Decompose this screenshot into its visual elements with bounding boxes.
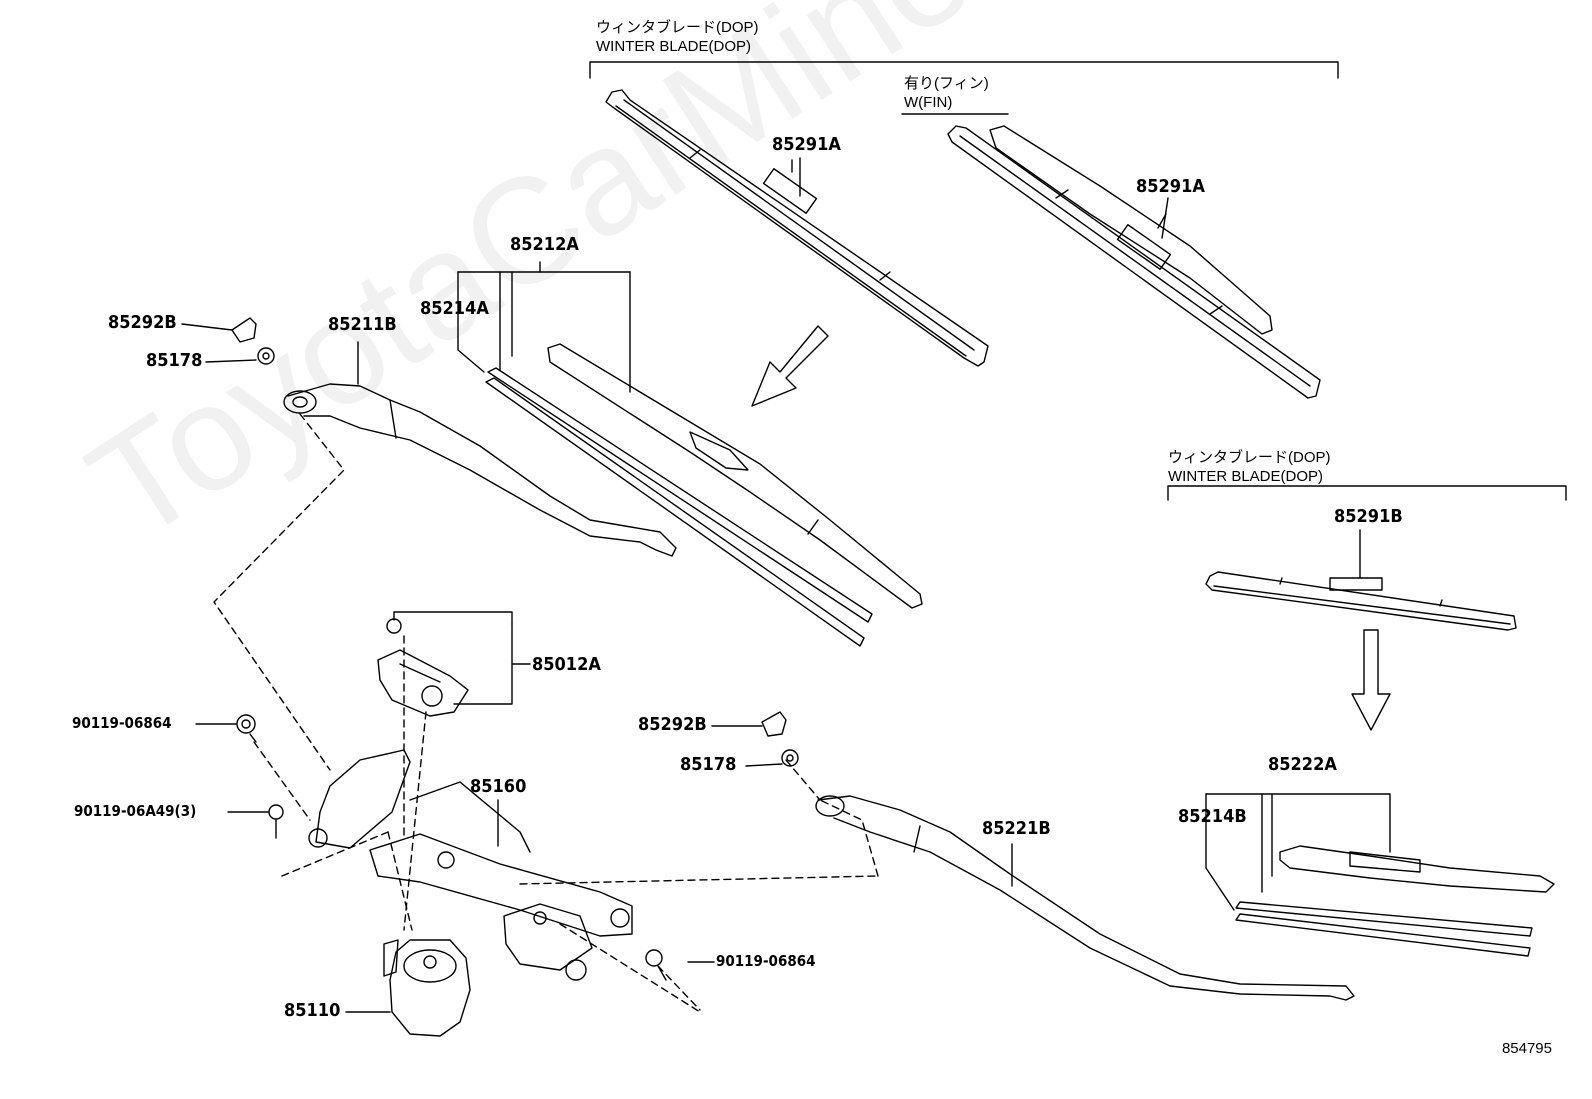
part-label-85292B-left: 85292B: [108, 312, 177, 333]
part-label-85221B: 85221B: [982, 818, 1051, 839]
part-label-85211B: 85211B: [328, 314, 397, 335]
bolt-90119-06A49: [268, 804, 284, 839]
part-label-85110: 85110: [284, 1000, 341, 1021]
dashed-leader-lines: [213, 413, 879, 1013]
part-label-85291B: 85291B: [1334, 506, 1403, 527]
rear-winter-header-jp: ウィンタブレード(DOP): [1168, 449, 1331, 466]
arrow-front: [751, 325, 829, 407]
rear-winter-bracket: [1167, 485, 1567, 501]
fin-header-en: W(FIN): [904, 94, 953, 111]
part-label-85222A: 85222A: [1268, 754, 1337, 775]
linkage-85160: [308, 749, 633, 981]
wiper-arm-right: [815, 795, 1355, 1001]
cap-85292B-1: [231, 317, 257, 343]
front-winter-bracket: [589, 61, 1339, 79]
front-blade-assembly: [457, 261, 923, 647]
rear-winter-header-en: WINTER BLADE(DOP): [1168, 468, 1324, 485]
rear-blade-assembly: [1205, 793, 1555, 957]
bolt-90119-06864-2: [645, 949, 667, 981]
wiper-arm-left: [283, 383, 677, 557]
part-label-85292B-right: 85292B: [638, 714, 707, 735]
motor-85110: [383, 939, 471, 1037]
part-label-85178-right: 85178: [680, 754, 737, 775]
diagram-reference-number: 854795: [1501, 1040, 1552, 1057]
front-winter-header-en: WINTER BLADE(DOP): [596, 38, 752, 55]
winter-blade-front-1: [605, 89, 989, 367]
bolt-90119-06864-1: [236, 714, 257, 743]
part-label-90119-06A49: 90119-06A49(3): [74, 802, 197, 820]
part-label-85178-left: 85178: [146, 350, 203, 371]
part-label-85160: 85160: [470, 776, 527, 797]
part-label-85214A: 85214A: [420, 298, 489, 319]
nut-85178-1: [257, 347, 275, 365]
nut-85178-2: [781, 749, 799, 767]
part-label-90119-06864-left: 90119-06864: [72, 714, 172, 732]
cap-85292B-2: [761, 711, 787, 737]
part-label-85012A: 85012A: [532, 654, 601, 675]
part-label-85214B: 85214B: [1178, 806, 1247, 827]
part-label-85291A-right: 85291A: [1136, 176, 1205, 197]
front-winter-header-jp: ウィンタブレード(DOP): [596, 19, 759, 36]
link-85012A: [377, 618, 469, 717]
part-label-90119-06864-right: 90119-06864: [716, 952, 816, 970]
arrow-rear: [1351, 629, 1391, 731]
fin-header-jp: 有り(フィン): [904, 75, 989, 92]
label-leaders: [181, 157, 1169, 1013]
part-label-85291A-left: 85291A: [772, 134, 841, 155]
winter-blade-rear: [1205, 529, 1517, 631]
part-label-85212A: 85212A: [510, 234, 579, 255]
winter-blade-front-fin: [947, 125, 1321, 399]
